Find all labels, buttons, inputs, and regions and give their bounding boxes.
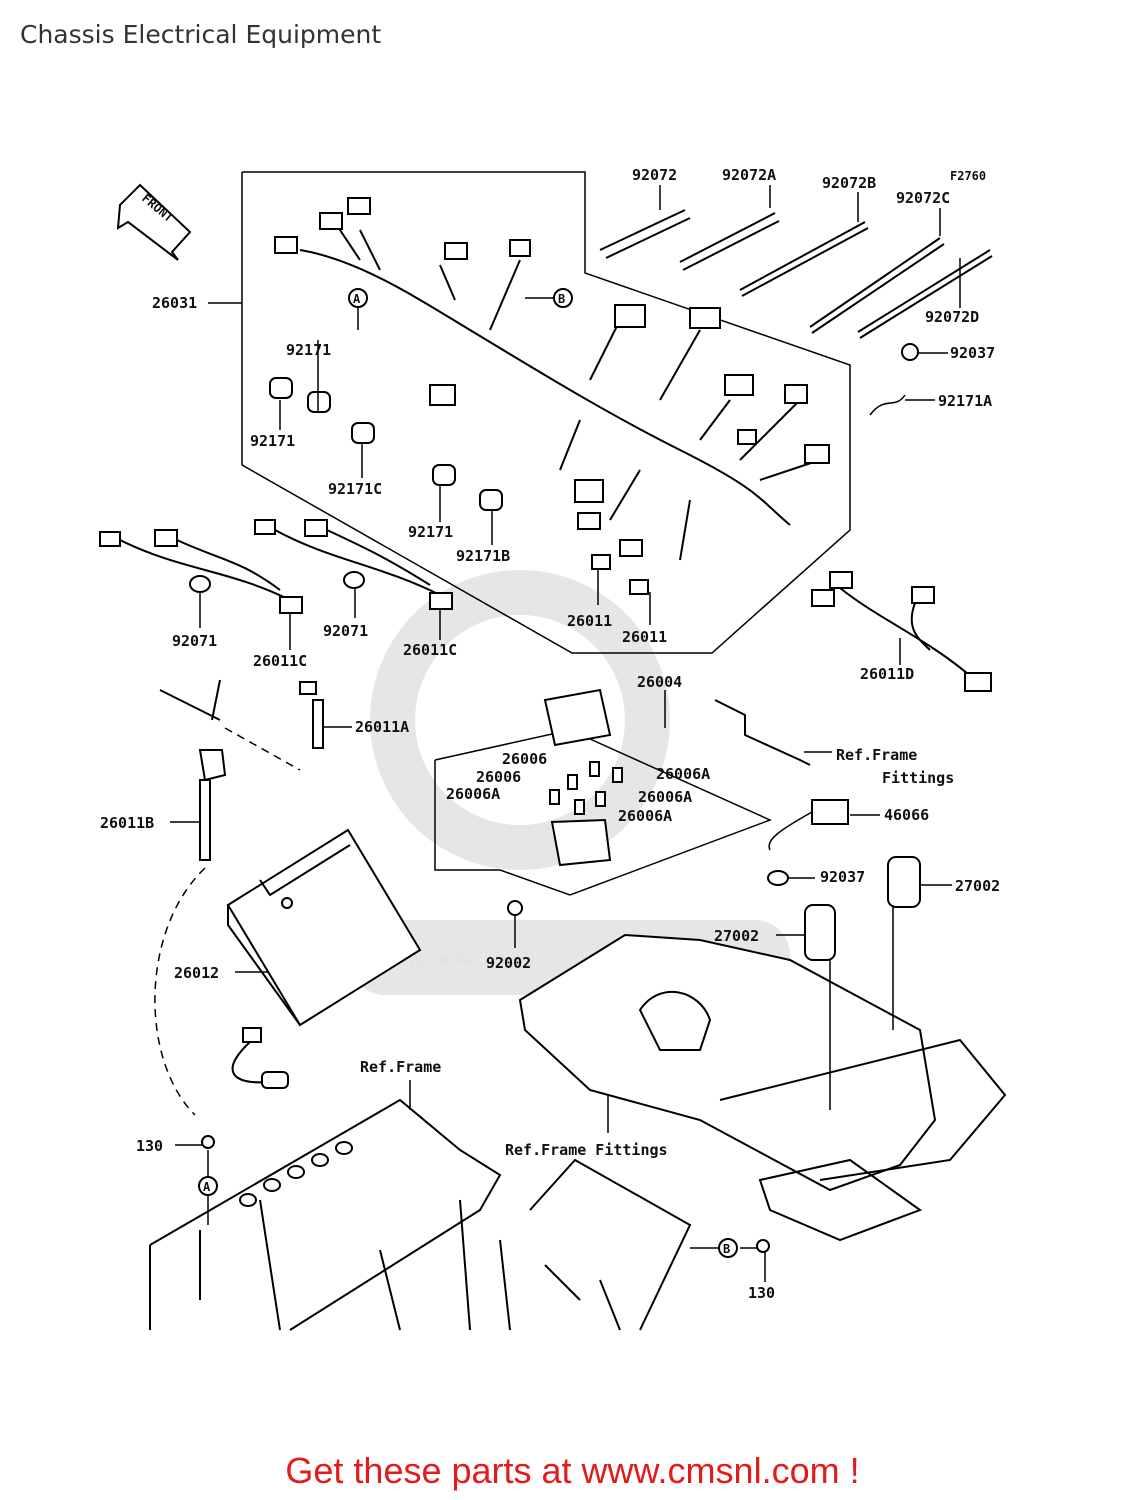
part-label: 26011 xyxy=(567,612,612,630)
cable-ties xyxy=(599,209,993,416)
harness-group-outline xyxy=(241,171,851,654)
part-label: 92171C xyxy=(328,480,382,498)
svg-text:A: A xyxy=(203,1180,211,1194)
connector-icon xyxy=(319,212,343,230)
connector-icon xyxy=(591,554,611,570)
part-label: 26006A xyxy=(638,788,692,806)
connector-icon xyxy=(274,236,298,254)
part-label: 92072D xyxy=(925,308,979,326)
part-label: 26006A xyxy=(618,807,672,825)
part-label: 92171 xyxy=(286,341,331,359)
part-label: Ref.Frame xyxy=(836,746,917,764)
part-label: 26006 xyxy=(502,750,547,768)
part-label: 92072B xyxy=(822,174,876,192)
part-label: 130 xyxy=(748,1284,775,1302)
grommet-icons xyxy=(269,377,503,511)
part-label: 92072 xyxy=(632,166,677,184)
part-label: 26011B xyxy=(100,814,154,832)
part-label: 92071 xyxy=(172,632,217,650)
front-arrow-icon: FRONT xyxy=(116,183,192,261)
part-label: 92171 xyxy=(408,523,453,541)
parts-diagram: WWW.CMSNL.COM FRONT F2760 A xyxy=(99,166,1007,1331)
part-label: 92072A xyxy=(722,166,776,184)
main-frame xyxy=(149,1098,770,1331)
fuse-box xyxy=(507,688,623,916)
bracket xyxy=(714,699,921,961)
part-label: 92002 xyxy=(486,954,531,972)
connector-icon xyxy=(629,579,649,595)
part-label: 46066 xyxy=(884,806,929,824)
part-label: 92171A xyxy=(938,392,992,410)
part-label: 130 xyxy=(136,1137,163,1155)
callout-b-icon: B xyxy=(525,288,573,308)
part-label: 92037 xyxy=(820,868,865,886)
page-title: Chassis Electrical Equipment xyxy=(20,20,382,49)
battery-leads xyxy=(159,679,324,861)
connector-icon xyxy=(429,384,456,406)
part-label: 26011C xyxy=(403,641,457,659)
connector-icon xyxy=(614,304,646,328)
connector-icon xyxy=(784,384,808,404)
connector-icon xyxy=(619,539,643,557)
battery xyxy=(154,828,422,1116)
part-label: 27002 xyxy=(714,927,759,945)
figure-code: F2760 xyxy=(950,169,986,183)
callout-b-icon: B xyxy=(690,1238,738,1258)
svg-text:A: A xyxy=(353,292,361,306)
callout-a-icon: A xyxy=(198,1150,218,1225)
connector-icon xyxy=(347,197,371,215)
cta-link[interactable]: Get these parts at www.cmsnl.com ! xyxy=(285,1450,860,1491)
connector-icon xyxy=(689,307,721,329)
part-label: 26031 xyxy=(152,294,197,312)
connector-icon xyxy=(724,374,754,396)
connector-icon xyxy=(804,444,830,464)
connector-icon xyxy=(737,429,757,445)
part-label: 92171B xyxy=(456,547,510,565)
connector-icon xyxy=(574,479,604,503)
part-label: 92171 xyxy=(250,432,295,450)
sub-harness-26011c-b xyxy=(254,519,453,610)
leader-lines xyxy=(170,185,961,1282)
part-label: Fittings xyxy=(882,769,954,787)
part-label: 26012 xyxy=(174,964,219,982)
part-label: 92037 xyxy=(950,344,995,362)
connector-icon xyxy=(577,512,601,530)
frame-fittings xyxy=(518,905,1007,1242)
part-label: 26006 xyxy=(476,768,521,786)
part-label: 26011 xyxy=(622,628,667,646)
sub-harness-26011c-a xyxy=(99,529,303,614)
part-labels: 26031 92171 92171 92171C 92171 92171B 26… xyxy=(100,166,1000,1302)
part-label: 26006A xyxy=(656,765,710,783)
part-label: 26011A xyxy=(355,718,409,736)
svg-text:B: B xyxy=(558,292,565,306)
svg-text:B: B xyxy=(723,1242,730,1256)
part-label: 92072C xyxy=(896,189,950,207)
sub-harness-26011d xyxy=(811,571,992,692)
part-label: Ref.Frame xyxy=(360,1058,441,1076)
part-label: 26011D xyxy=(860,665,914,683)
part-label: Ref.Frame Fittings xyxy=(505,1141,668,1159)
sensor-lead xyxy=(231,1027,289,1089)
part-label: 26011C xyxy=(253,652,307,670)
main-harness xyxy=(274,197,830,595)
part-label: 27002 xyxy=(955,877,1000,895)
part-label: 26006A xyxy=(446,785,500,803)
connector-icon xyxy=(444,242,468,260)
part-label: 26004 xyxy=(637,673,682,691)
watermark-text: WWW.CMSNL.COM xyxy=(380,952,518,969)
callout-a-icon: A xyxy=(348,288,368,330)
connector-icon xyxy=(509,239,531,257)
part-label: 92071 xyxy=(323,622,368,640)
